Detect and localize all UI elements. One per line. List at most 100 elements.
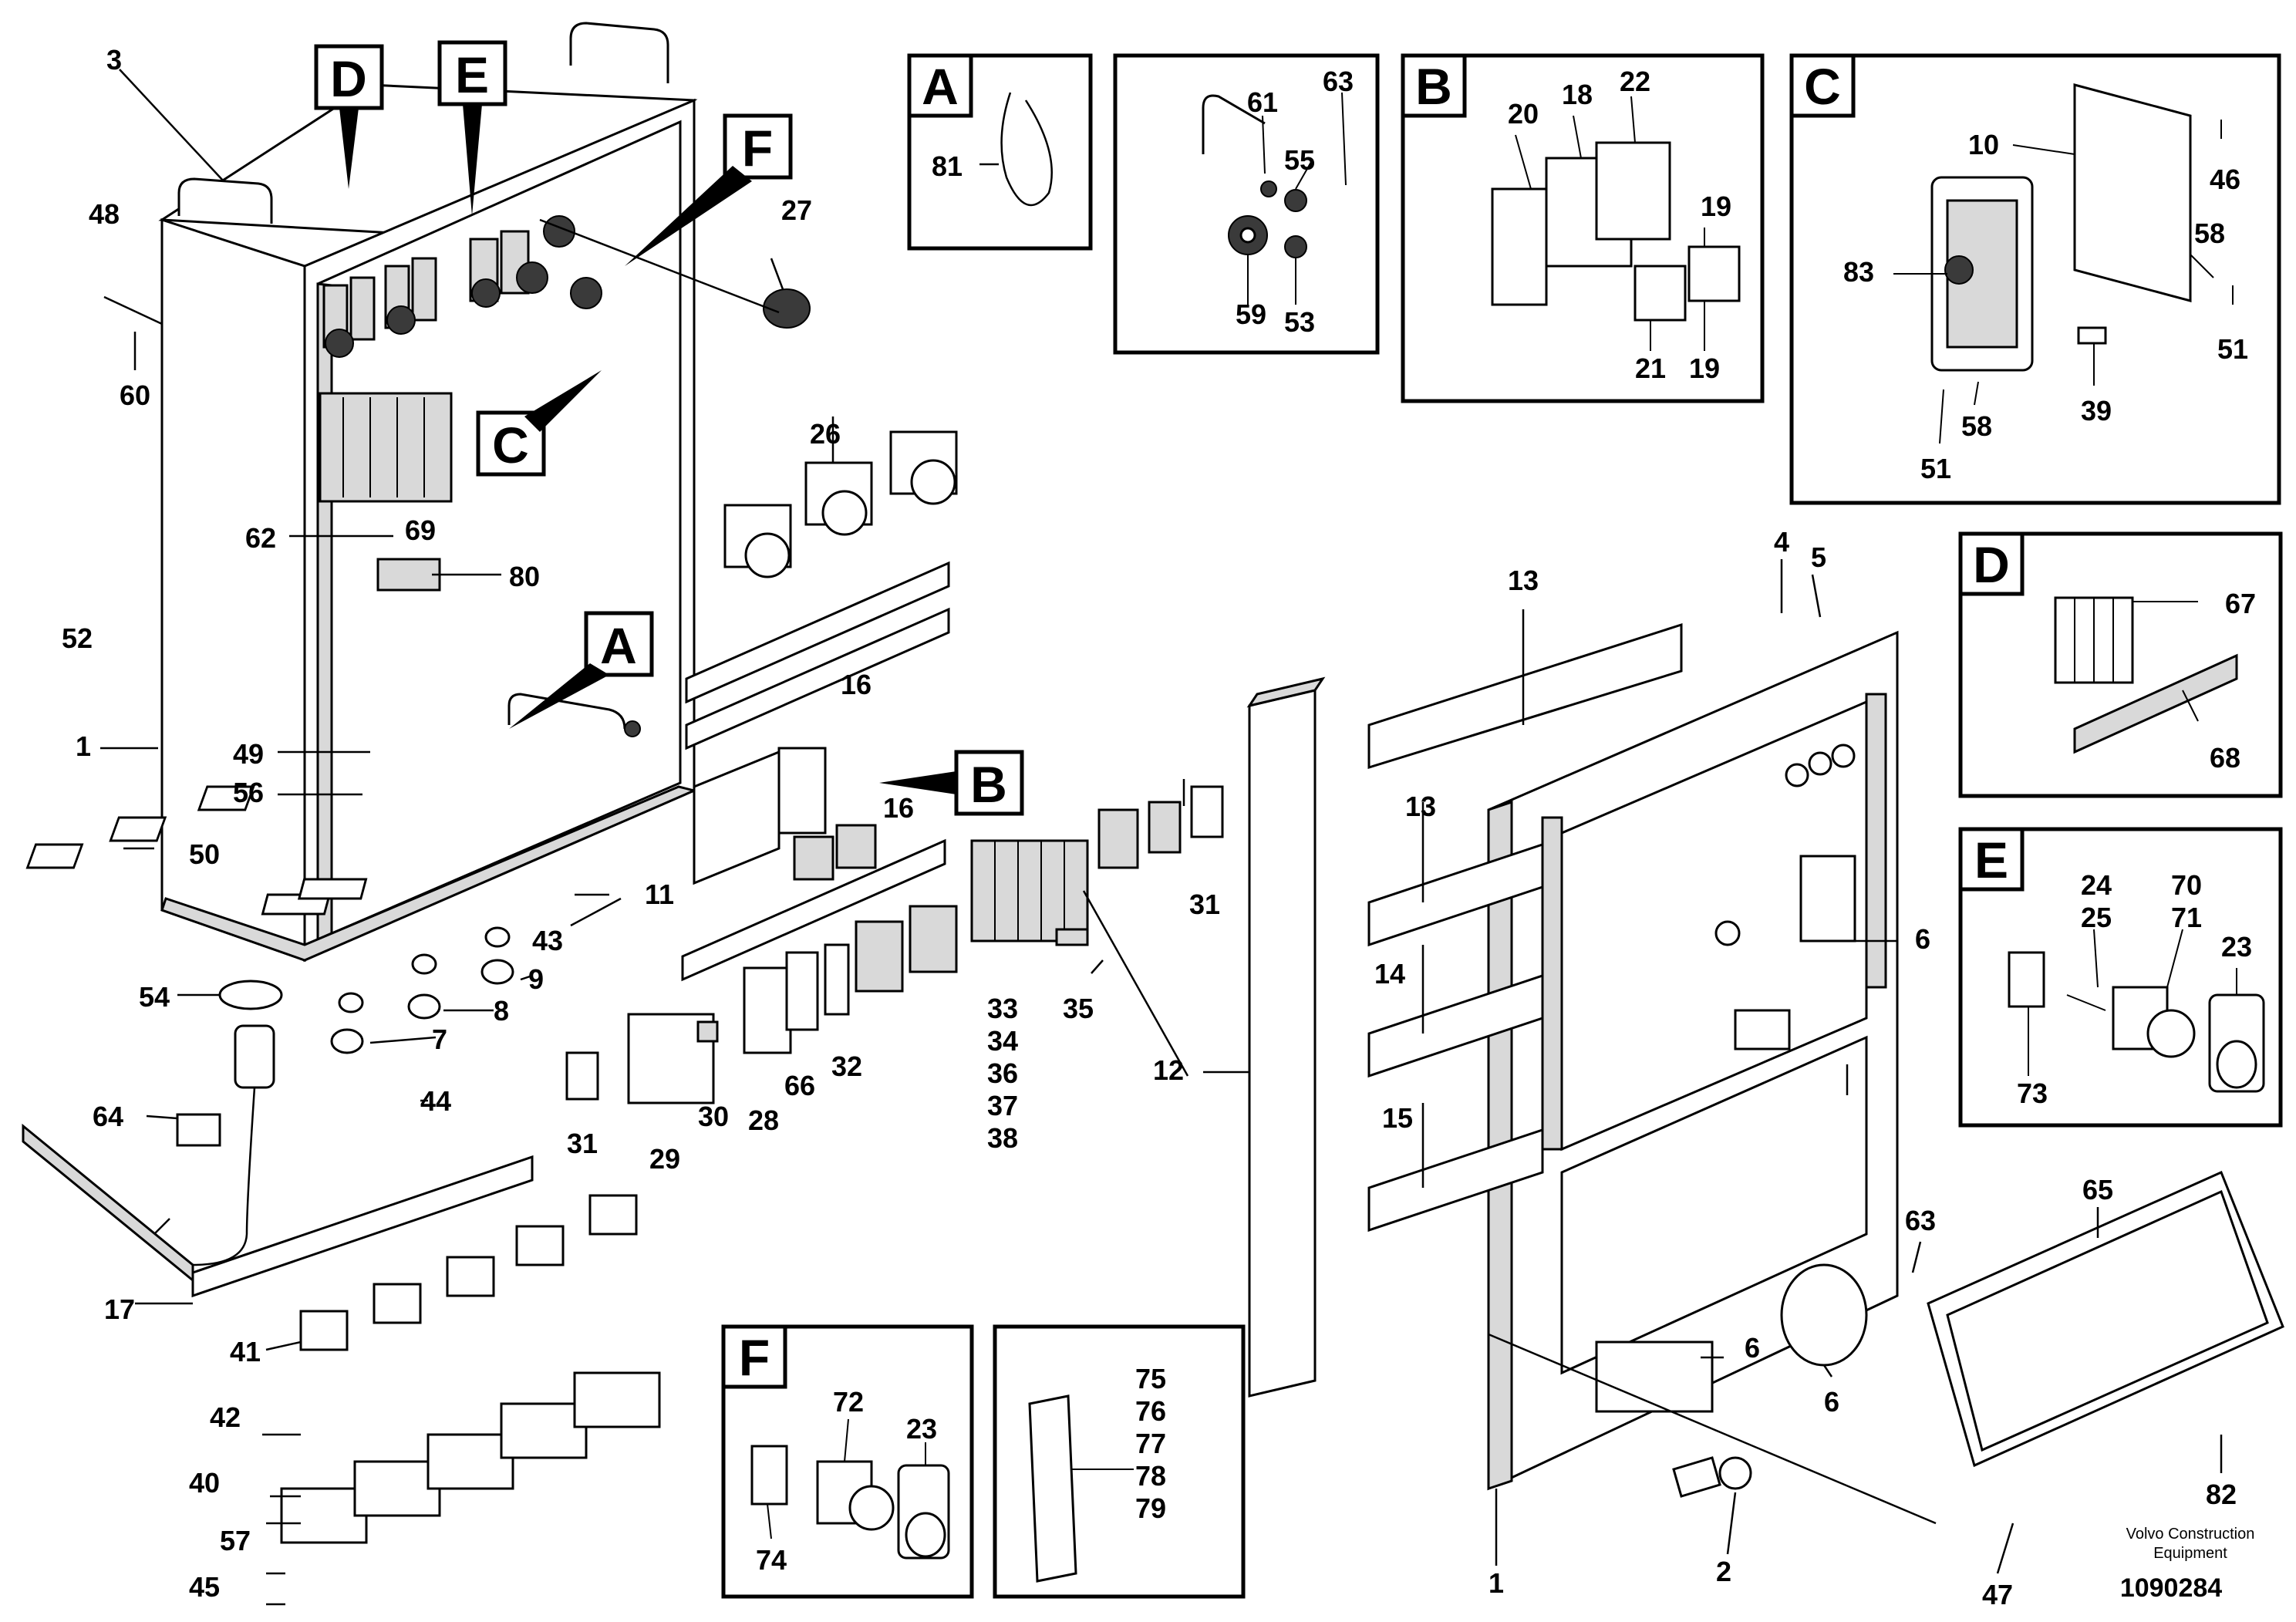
part-label: 82 <box>2206 1479 2237 1510</box>
part-label: 66 <box>784 1070 815 1101</box>
callout-A: A <box>600 617 637 674</box>
part-label: 64 <box>93 1101 123 1132</box>
part-label: 62 <box>245 522 276 554</box>
part-label: 31 <box>567 1128 598 1159</box>
door-lock <box>1672 1456 1752 1498</box>
part-label: 7 <box>432 1023 447 1055</box>
part-label: 10 <box>1968 129 1999 160</box>
part-label: 40 <box>189 1467 220 1499</box>
part-label: 31 <box>1189 889 1220 920</box>
part-label: 63 <box>1323 66 1354 97</box>
part-label: 41 <box>230 1336 261 1367</box>
part-label: 69 <box>405 514 436 546</box>
relay-module <box>693 747 877 885</box>
part-label: 23 <box>2221 931 2252 963</box>
part-label: 74 <box>756 1544 787 1576</box>
part-label: 1 <box>1489 1567 1504 1599</box>
part-label: 67 <box>2225 588 2256 619</box>
part-label: 48 <box>89 198 120 230</box>
part-label: 30 <box>698 1101 729 1132</box>
part-label: 14 <box>1374 958 1405 990</box>
part-label: 1 <box>76 730 91 762</box>
part-label: 53 <box>1284 306 1315 338</box>
callout-B: B <box>970 756 1007 813</box>
part-label: 58 <box>1961 410 1992 442</box>
part-label: 42 <box>210 1401 241 1433</box>
part-label: 57 <box>220 1525 251 1556</box>
part-label: 43 <box>532 925 563 956</box>
part-label: 6 <box>1745 1332 1760 1364</box>
part-label: 49 <box>233 738 264 770</box>
title-block: Volvo Construction Equipment 1090284 <box>2120 1526 2255 1603</box>
part-label: 28 <box>748 1104 779 1136</box>
part-label: 20 <box>1508 98 1539 130</box>
part-label: 52 <box>62 622 93 654</box>
din-rails <box>22 561 950 1298</box>
cabinet-breakers <box>319 215 641 737</box>
brand-line-1: Volvo Construction <box>2126 1526 2255 1543</box>
callout-F: F <box>742 120 773 177</box>
cable-ducts <box>1246 622 1683 1398</box>
part-label: 5 <box>1811 541 1826 573</box>
part-label: 63 <box>1905 1205 1936 1236</box>
part-label: 79 <box>1135 1492 1166 1524</box>
part-label: 9 <box>528 963 544 995</box>
part-label: 38 <box>987 1122 1018 1154</box>
part-label: 29 <box>649 1143 680 1175</box>
part-label: 46 <box>2210 164 2240 195</box>
part-label: 13 <box>1508 565 1539 596</box>
part-label: 3 <box>106 44 122 76</box>
part-label: 61 <box>1247 86 1278 118</box>
cabinet-door <box>1487 630 1899 1491</box>
part-label: 19 <box>1701 191 1731 222</box>
callout-D: D <box>330 50 367 107</box>
part-label: 51 <box>1920 453 1951 484</box>
detail-box-label-F: F <box>739 1329 770 1386</box>
part-label: 33 <box>987 993 1018 1024</box>
part-label: 39 <box>2081 395 2112 427</box>
part-label: 47 <box>1982 1579 2013 1610</box>
part-label: 73 <box>2017 1077 2048 1109</box>
part-label: 68 <box>2210 742 2240 774</box>
buzzer-part <box>763 288 811 329</box>
part-label: 11 <box>645 878 674 910</box>
part-label: 54 <box>139 981 170 1013</box>
detail-box-label-D: D <box>1973 536 2010 593</box>
part-label: 19 <box>1689 352 1720 384</box>
part-label: 51 <box>2217 333 2248 365</box>
part-label: 2 <box>1716 1556 1731 1587</box>
part-label: 17 <box>104 1293 135 1325</box>
part-label: 4 <box>1774 526 1789 558</box>
part-label: 21 <box>1635 352 1666 384</box>
detail-frames <box>721 53 2283 1599</box>
leader-lines <box>100 69 2223 1606</box>
callout-E: E <box>455 46 489 103</box>
part-label: 60 <box>120 379 150 411</box>
callout-C: C <box>492 416 529 474</box>
part-label: 81 <box>932 150 963 182</box>
part-label: 13 <box>1405 791 1436 822</box>
drawing-number: 1090284 <box>2120 1573 2222 1603</box>
part-label: 15 <box>1382 1102 1413 1134</box>
part-label: 58 <box>2194 218 2225 249</box>
part-label: 35 <box>1063 993 1094 1024</box>
terminal-blocks <box>565 785 1224 1104</box>
part-label: 78 <box>1135 1460 1166 1492</box>
part-label: 18 <box>1562 79 1593 110</box>
part-label: 37 <box>987 1090 1018 1121</box>
part-label: 75 <box>1135 1363 1166 1394</box>
detail-box-label-E: E <box>1974 831 2008 889</box>
part-label: 34 <box>987 1025 1018 1057</box>
part-label: 12 <box>1153 1054 1184 1086</box>
part-label: 24 <box>2081 869 2112 901</box>
detail-box-label-C: C <box>1804 58 1841 115</box>
part-number-labels: 3 48 60 52 1 62 69 80 49 56 50 54 64 17 … <box>62 44 2256 1610</box>
part-label: 65 <box>2082 1174 2113 1206</box>
detail-leaders <box>767 92 2237 1539</box>
part-label: 76 <box>1135 1395 1166 1427</box>
part-label: 55 <box>1284 144 1315 176</box>
brand-line-2: Equipment <box>2153 1545 2227 1562</box>
part-label: 26 <box>810 418 841 450</box>
part-label: 45 <box>189 1571 220 1603</box>
